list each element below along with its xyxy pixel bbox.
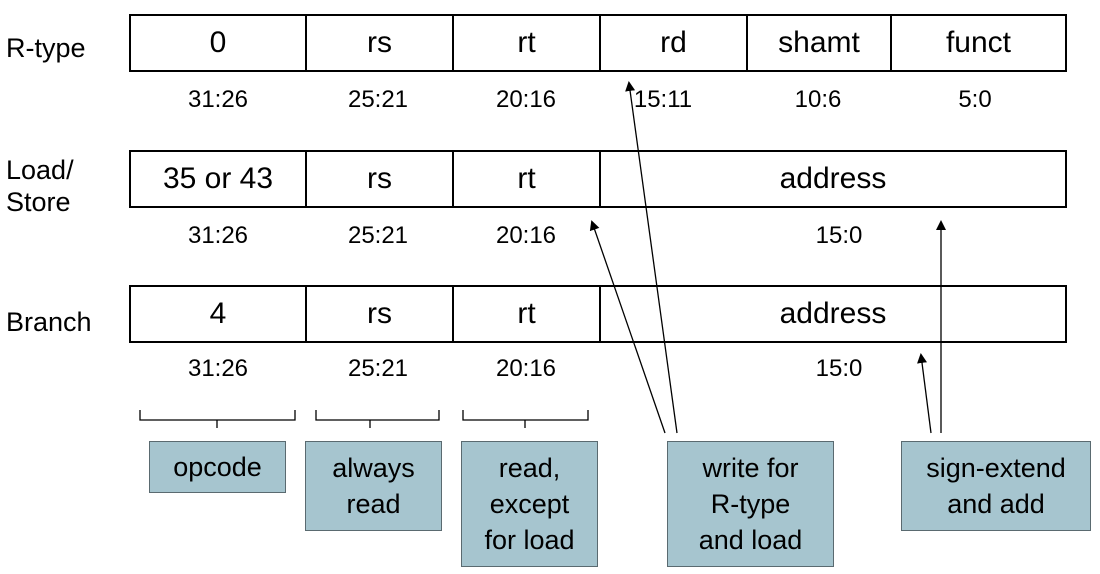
- branch-address-field: address: [599, 285, 1067, 343]
- branch-rs-field: rs: [305, 285, 454, 343]
- r-type-bits-funct: 5:0: [958, 86, 992, 113]
- r-type-bits-opcode: 31:26: [187, 86, 249, 113]
- arrow-write-to-rd: [625, 81, 678, 434]
- load-store-bits-rt: 20:16: [495, 222, 557, 249]
- branch-bits-opcode: 31:26: [187, 355, 249, 382]
- row-label-r-type: R-type: [6, 33, 86, 63]
- brace-rs: [315, 410, 440, 428]
- r-type-funct-field: funct: [890, 14, 1067, 72]
- r-type-bits-shamt: 10:6: [794, 86, 842, 113]
- note-opcode: opcode: [149, 441, 286, 493]
- r-type-rd-field: rd: [599, 14, 748, 72]
- load-store-bits-opcode: 31:26: [187, 222, 249, 249]
- note-write-r-type-load: write for R-type and load: [667, 441, 834, 567]
- branch-bits-address: 15:0: [815, 355, 863, 382]
- branch-bits-rt: 20:16: [495, 355, 557, 382]
- arrows: [589, 81, 946, 434]
- load-store-address-field: address: [599, 150, 1067, 208]
- load-store-opcode-field: 35 or 43: [129, 150, 307, 208]
- note-read-except-load: read, except for load: [461, 441, 598, 567]
- r-type-rs-field: rs: [305, 14, 454, 72]
- r-type-bits-rd: 15:11: [633, 86, 693, 113]
- row-label-load-store: Load/ Store: [6, 155, 74, 217]
- arrow-sign-extend-branch: [917, 353, 932, 434]
- arrow-write-to-rt: [589, 220, 666, 434]
- row-label-branch: Branch: [6, 307, 92, 337]
- r-type-bits-rt: 20:16: [495, 86, 557, 113]
- brace-opcode: [139, 410, 296, 428]
- braces: [139, 410, 589, 428]
- note-sign-extend-add: sign-extend and add: [901, 441, 1091, 531]
- load-store-rt-field: rt: [452, 150, 601, 208]
- brace-rt: [462, 410, 589, 428]
- load-store-bits-rs: 25:21: [347, 222, 409, 249]
- r-type-shamt-field: shamt: [746, 14, 892, 72]
- r-type-opcode-field: 0: [129, 14, 307, 72]
- r-type-bits-rs: 25:21: [347, 86, 409, 113]
- load-store-bits-address: 15:0: [815, 222, 863, 249]
- branch-bits-rs: 25:21: [347, 355, 409, 382]
- branch-opcode-field: 4: [129, 285, 307, 343]
- branch-rt-field: rt: [452, 285, 601, 343]
- load-store-rs-field: rs: [305, 150, 454, 208]
- note-always-read: always read: [305, 441, 442, 531]
